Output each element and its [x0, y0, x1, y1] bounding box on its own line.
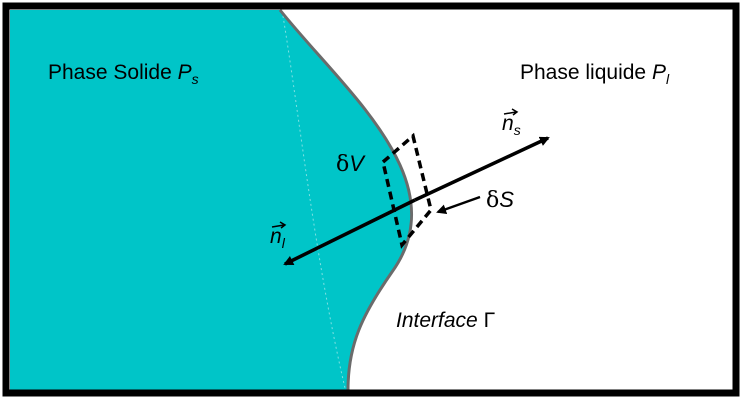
- normal-liquid-arrow: [283, 198, 416, 266]
- normal-liquid-label: nl: [270, 225, 286, 251]
- surface-element-label: δS: [486, 187, 514, 213]
- normal-liquid-vector-mark: [271, 221, 287, 229]
- control-volume-dV: [381, 132, 433, 249]
- interface-curve: [278, 9, 414, 391]
- normal-solid-vector-mark: [503, 108, 519, 116]
- solid-phase-label: Phase Solide Ps: [48, 61, 199, 87]
- surface-element-pointer: [436, 195, 481, 215]
- normal-solid-label: ns: [502, 112, 521, 138]
- liquid-phase-label: Phase liquide Pl: [520, 61, 670, 87]
- normal-solid-arrow: [414, 136, 550, 202]
- interface-label: Interface Γ: [396, 309, 495, 332]
- volume-element-label: δV: [336, 151, 366, 177]
- solid-phase-region: [10, 10, 412, 390]
